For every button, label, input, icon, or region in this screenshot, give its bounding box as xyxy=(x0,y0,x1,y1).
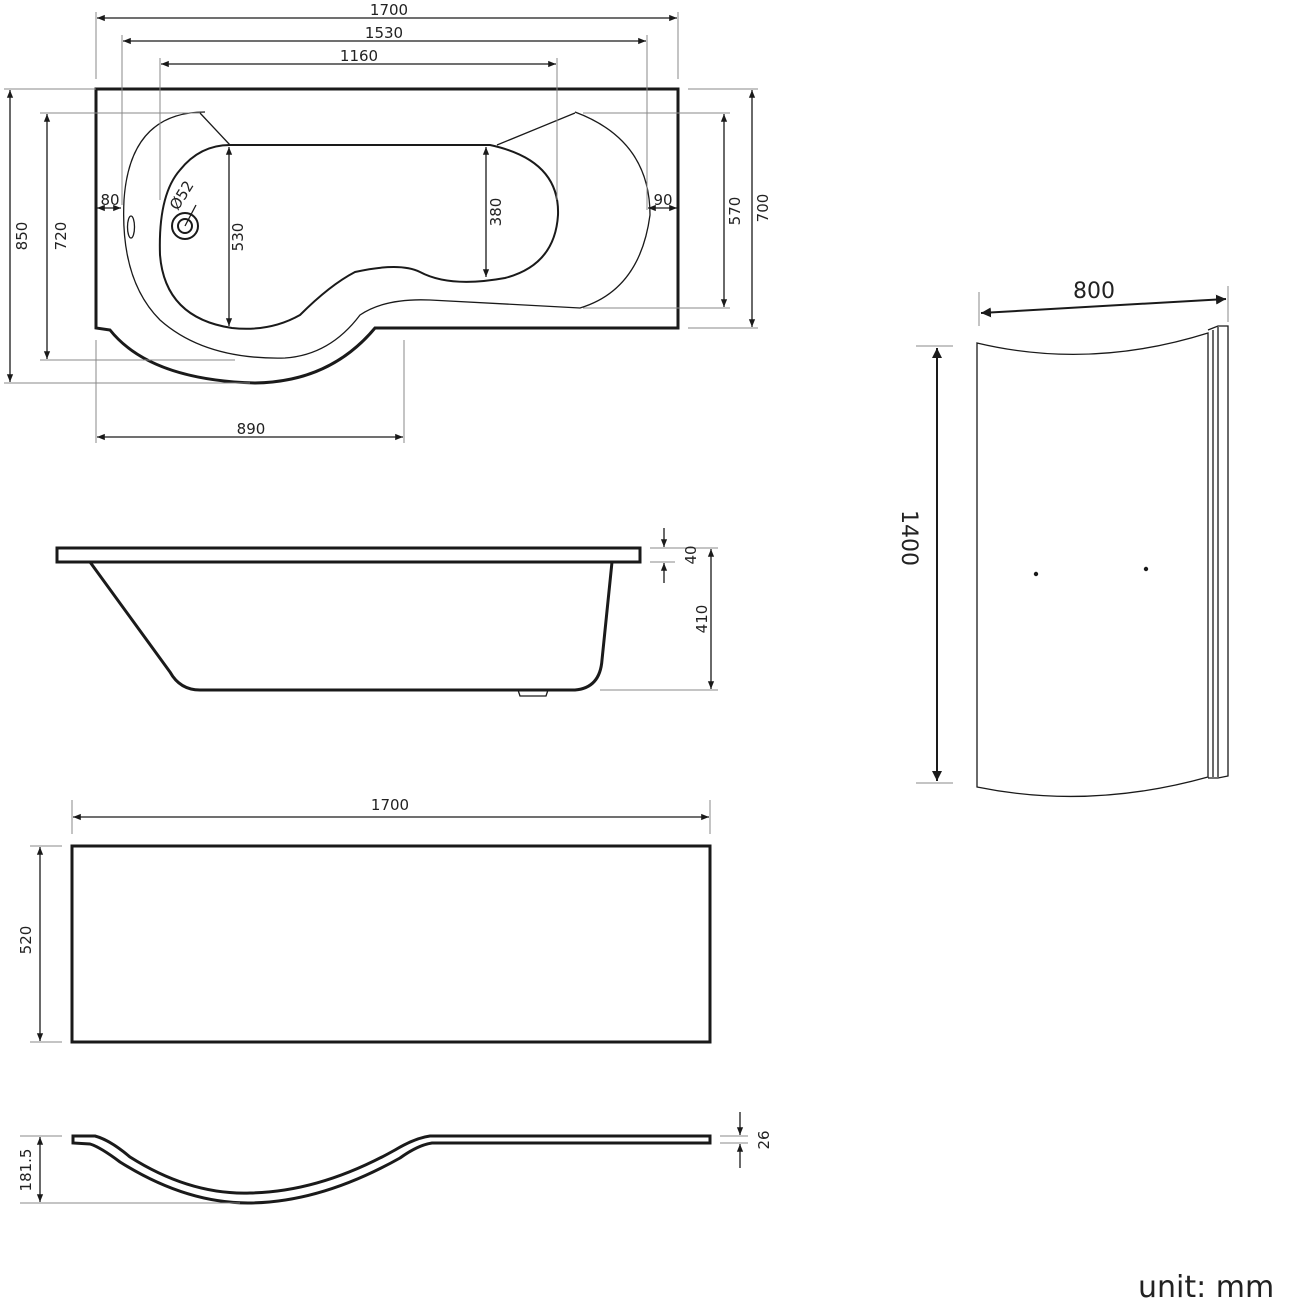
dim-panel-height: 520 xyxy=(17,926,35,955)
screen-fixing-dot-right xyxy=(1143,566,1149,572)
top-view-corner-left xyxy=(199,112,231,146)
panel-profile-outline xyxy=(71,1134,712,1205)
dim-top-left-rim: 80 xyxy=(100,191,119,209)
panel-profile: 181.5 26 xyxy=(17,1112,773,1205)
waste-inner-ring xyxy=(177,218,193,234)
dim-profile-depth: 181.5 xyxy=(17,1149,35,1192)
dim-panel-length: 1700 xyxy=(371,796,409,814)
top-view-bowl xyxy=(158,144,560,330)
dim-top-length: 1700 xyxy=(370,1,408,19)
bath-screen: 800 1400 xyxy=(896,279,1229,798)
top-view-corner-right xyxy=(496,112,576,146)
screen-fixing-dot-left xyxy=(1033,571,1039,577)
dim-screen-height: 1400 xyxy=(896,510,921,566)
side-view: 40 410 xyxy=(55,528,718,697)
waste-outer-ring xyxy=(171,212,199,240)
side-view-body xyxy=(88,561,614,692)
dim-top-right-outer: 700 xyxy=(754,194,772,223)
dim-screen-width: 800 xyxy=(1073,279,1115,304)
dim-top-height-total: 850 xyxy=(13,222,31,251)
front-panel-outline xyxy=(70,844,712,1044)
dim-top-right-inner: 570 xyxy=(726,197,744,226)
dim-top-inner-length: 1530 xyxy=(365,24,403,42)
side-view-waste xyxy=(517,689,549,697)
top-view-outline xyxy=(94,87,680,385)
overflow-slot xyxy=(126,215,136,239)
dim-profile-thickness: 26 xyxy=(755,1130,773,1149)
dim-bowl-depth-left: 530 xyxy=(229,223,247,252)
dim-rim-thickness: 40 xyxy=(682,545,700,564)
dim-top-bowl-length: 1160 xyxy=(340,47,378,65)
front-panel: 1700 520 xyxy=(17,796,712,1044)
top-view: 1700 1530 1160 850 720 80 Ø52 530 380 90 xyxy=(4,1,772,443)
screen-hinge-profile xyxy=(1207,325,1229,779)
screen-glass xyxy=(976,332,1209,798)
dim-top-front-length: 890 xyxy=(237,420,266,438)
dim-top-height-inner: 720 xyxy=(52,222,70,251)
dim-top-right-rim: 90 xyxy=(653,191,672,209)
top-view-inner-rim xyxy=(122,111,651,359)
unit-label: unit: mm xyxy=(1138,1270,1275,1305)
dim-bath-depth: 410 xyxy=(693,605,711,634)
side-view-rim xyxy=(55,546,642,564)
dim-bowl-depth-right: 380 xyxy=(487,198,505,227)
